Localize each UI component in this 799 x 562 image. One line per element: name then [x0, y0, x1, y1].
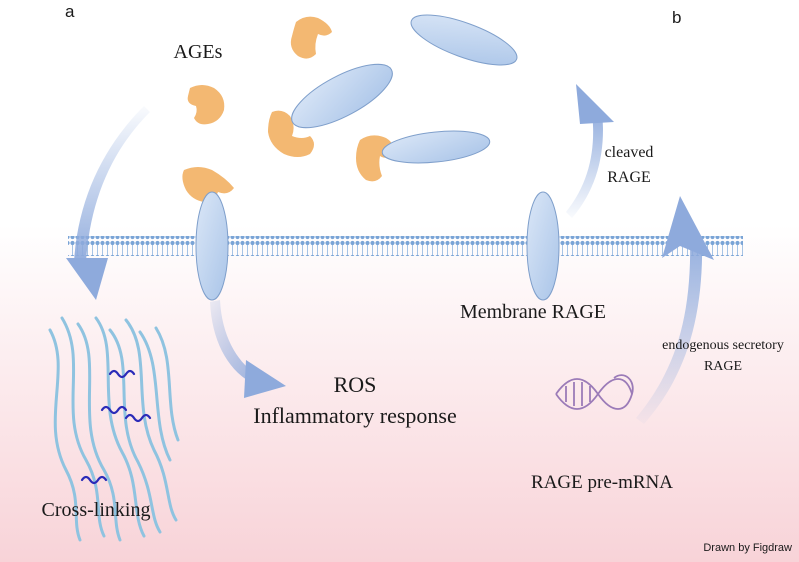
cleaved-rage-label-line1: cleaved: [605, 144, 654, 161]
collagen-fibers: [48, 316, 180, 542]
cleaved-rage-label-line2: RAGE: [607, 169, 651, 186]
arrow-to-cleaved-rage: [566, 84, 614, 218]
age-molecule: [187, 85, 225, 125]
membrane-rage-label: Membrane RAGE: [460, 301, 606, 323]
rage-pre-mrna-label: RAGE pre-mRNA: [531, 472, 673, 493]
cross-linking-label: Cross-linking: [42, 499, 151, 521]
arrow-to-membrane-esrage: [636, 196, 714, 424]
esrage-label-line2: RAGE: [704, 359, 742, 374]
panel-label-a: a: [65, 2, 75, 21]
membrane-rage-right: [526, 191, 560, 301]
age-molecule: [182, 167, 234, 202]
ages-label: AGEs: [174, 41, 223, 63]
age-molecule: [268, 110, 314, 157]
rage-ellipse: [410, 14, 518, 66]
arrow-to-cross-linking: [66, 106, 150, 300]
rage-ellipse: [291, 63, 393, 129]
esrage-label-line1: endogenous secretory: [662, 338, 784, 353]
rage-pre-mrna-icon: [555, 374, 634, 410]
panel-label-b: b: [672, 8, 681, 27]
cell-membrane: [68, 236, 743, 256]
cleaved-rage-molecules: [291, 14, 518, 164]
rage-ellipse: [381, 130, 491, 164]
crosslinks: [80, 369, 152, 485]
arrow-to-ros: [210, 300, 286, 398]
inflammatory-response-label: Inflammatory response: [253, 403, 456, 428]
age-molecule: [290, 16, 332, 59]
ros-label: ROS: [334, 372, 377, 397]
membrane-rage-left: [195, 191, 229, 301]
figdraw-credit: Drawn by Figdraw: [703, 542, 792, 554]
